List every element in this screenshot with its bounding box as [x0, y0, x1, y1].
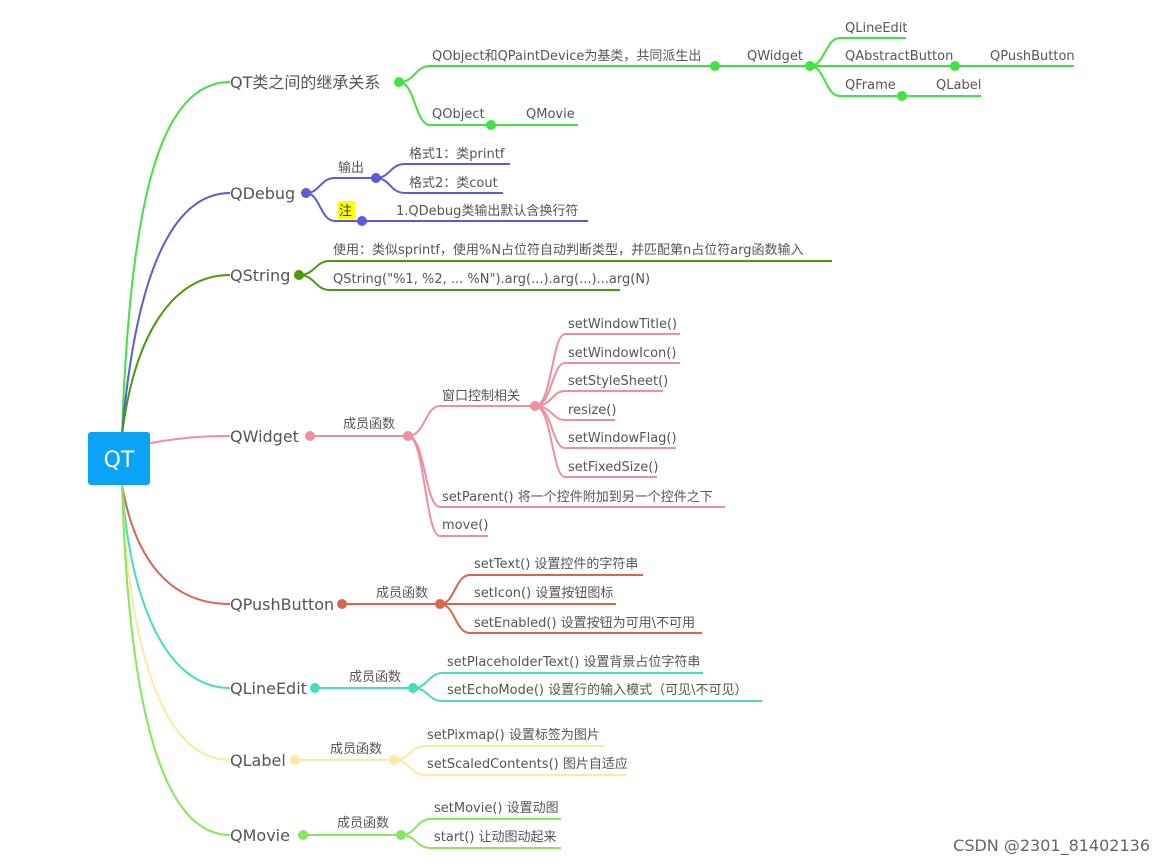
node-note[interactable]: 注 — [339, 204, 352, 219]
branch-qpushbutton-label[interactable]: QPushButton — [230, 595, 334, 614]
node-setmovie[interactable]: setMovie() 设置动图 — [434, 801, 559, 816]
branch-inheritance-label[interactable]: QT类之间的继承关系 — [230, 73, 380, 92]
node-setechomode[interactable]: setEchoMode() 设置行的输入模式（可见\不可见） — [447, 682, 748, 698]
node-qpushbutton[interactable]: QPushButton — [990, 49, 1075, 64]
edge-root-qstring — [121, 274, 231, 436]
node-qabstractbutton[interactable]: QAbstractButton — [845, 49, 953, 64]
node-format2[interactable]: 格式2：类cout — [409, 175, 498, 191]
node-note-text[interactable]: 1.QDebug类输出默认含换行符 — [396, 203, 578, 219]
node-setscaledcontents[interactable]: setScaledContents() 图片自适应 — [427, 756, 628, 772]
node-setwindowtitle[interactable]: setWindowTitle() — [568, 317, 677, 332]
root-node[interactable] — [88, 432, 150, 485]
branch-qdebug-label[interactable]: QDebug — [230, 184, 295, 203]
node-qlabel[interactable]: QLabel — [936, 78, 981, 93]
node-qmovie-members[interactable]: 成员函数 — [337, 816, 389, 831]
node-output[interactable]: 输出 — [338, 160, 364, 176]
node-settext[interactable]: setText() 设置控件的字符串 — [474, 556, 638, 572]
edge-root-inheritance — [121, 81, 231, 436]
node-qlineedit[interactable]: QLineEdit — [845, 21, 908, 36]
node-format1[interactable]: 格式1：类printf — [409, 146, 505, 162]
node-setwindowflag[interactable]: setWindowFlag() — [568, 431, 677, 446]
node-seticon[interactable]: setIcon() 设置按钮图标 — [474, 586, 613, 601]
watermark-text: CSDN @2301_81402136 — [953, 836, 1150, 856]
edge-root-qlineedit — [121, 484, 231, 689]
node-setparent[interactable]: setParent() 将一个控件附加到另一个控件之下 — [442, 490, 713, 505]
node-setwindowicon[interactable]: setWindowIcon() — [568, 346, 676, 361]
branch-qwidget-label[interactable]: QWidget — [230, 427, 299, 446]
node-setstylesheet[interactable]: setStyleSheet() — [568, 374, 668, 389]
node-setpixmap[interactable]: setPixmap() 设置标签为图片 — [427, 727, 600, 743]
node-qlineedit-members[interactable]: 成员函数 — [349, 670, 401, 685]
edge-root-qmovie — [121, 484, 231, 836]
node-qwidget[interactable]: QWidget — [747, 49, 803, 64]
branch-qstring-label[interactable]: QString — [230, 266, 290, 285]
edge-root-qlabel — [121, 484, 231, 761]
edge-root-qpushbutton — [121, 484, 231, 605]
node-qobject[interactable]: QObject — [432, 107, 485, 122]
edge-root-qwidget — [149, 435, 231, 444]
node-qframe[interactable]: QFrame — [845, 78, 896, 93]
node-start[interactable]: start() 让动图动起来 — [434, 830, 557, 845]
root-label: QT — [104, 448, 135, 473]
note-highlight — [338, 201, 355, 219]
node-qpushbutton-members[interactable]: 成员函数 — [376, 586, 428, 601]
node-move[interactable]: move() — [442, 518, 488, 533]
node-qlabel-members[interactable]: 成员函数 — [330, 742, 382, 757]
node-setenabled[interactable]: setEnabled() 设置按钮为可用\不可用 — [474, 616, 695, 631]
node-setfixedsize[interactable]: setFixedSize() — [568, 460, 658, 475]
edge-root-qdebug — [121, 192, 231, 436]
node-qstring-example[interactable]: QString("%1, %2, ... %N").arg(...).arg(.… — [333, 272, 650, 287]
branch-qmovie-label[interactable]: QMovie — [230, 826, 290, 845]
node-window-control[interactable]: 窗口控制相关 — [442, 388, 520, 404]
node-setplaceholdertext[interactable]: setPlaceholderText() 设置背景占位字符串 — [447, 654, 700, 670]
branch-qlabel-label[interactable]: QLabel — [230, 751, 286, 770]
node-qwidget-members[interactable]: 成员函数 — [343, 417, 395, 432]
node-base-classes[interactable]: QObject和QPaintDevice为基类，共同派生出 — [432, 49, 701, 64]
branch-qlineedit-label[interactable]: QLineEdit — [230, 679, 307, 698]
node-resize[interactable]: resize() — [568, 403, 616, 418]
node-qmovie[interactable]: QMovie — [526, 107, 575, 122]
node-qstring-usage[interactable]: 使用：类似sprintf，使用%N占位符自动判断类型，并匹配第n占位符arg函数… — [333, 242, 804, 258]
